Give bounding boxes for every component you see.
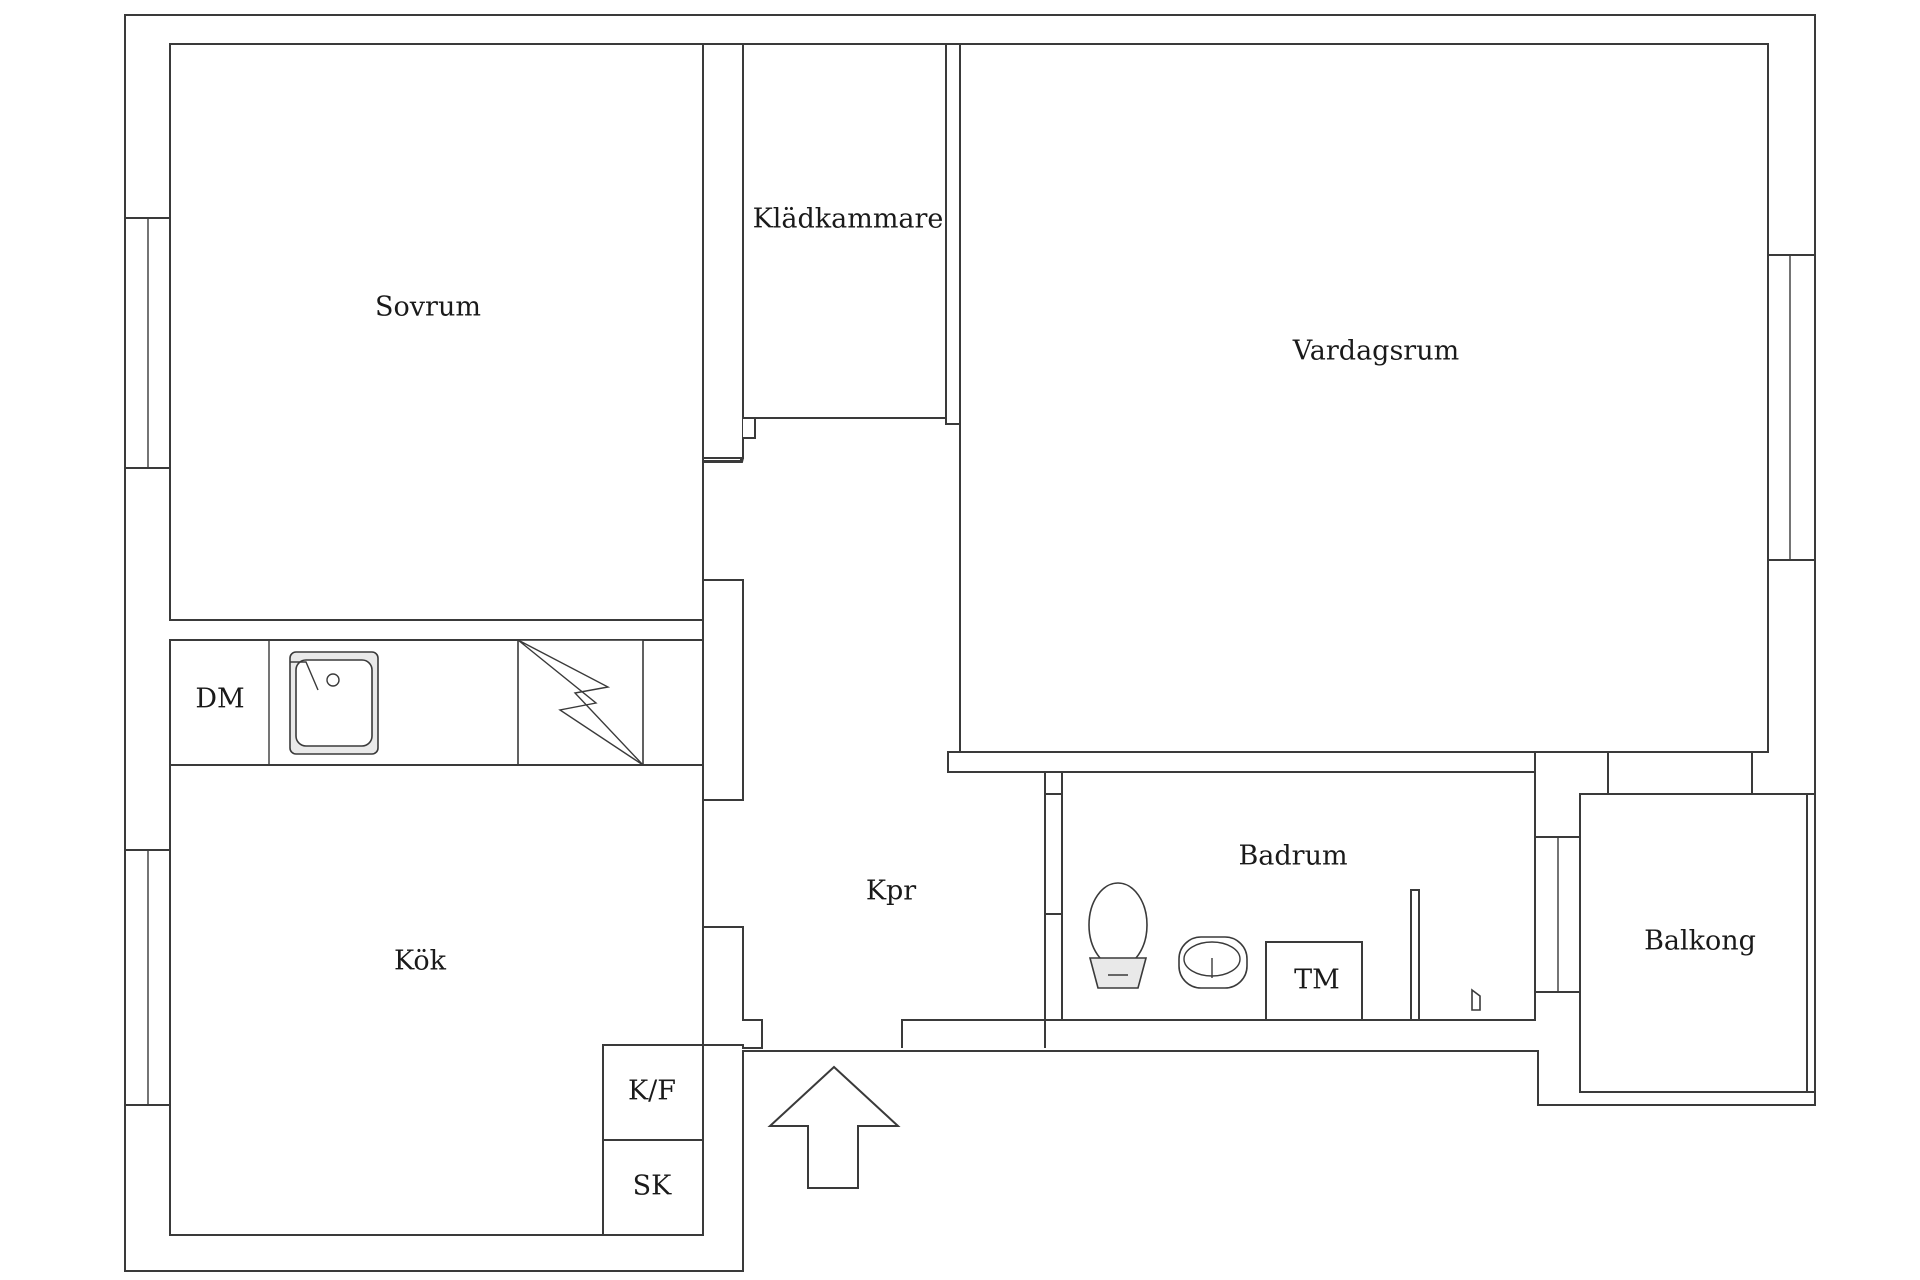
cabinet-tm bbox=[1265, 941, 1363, 1021]
cabinet-sk bbox=[602, 1139, 704, 1236]
badrum-partition bbox=[1410, 889, 1420, 1021]
wall-stub-kitchen-top bbox=[702, 579, 744, 801]
label-tm: TM bbox=[1294, 965, 1340, 996]
label-vardagsrum: Vardagsrum bbox=[1292, 336, 1459, 367]
balcony-door-frame bbox=[1607, 751, 1753, 795]
room-sovrum-floor bbox=[169, 43, 704, 621]
label-kpr: Kpr bbox=[866, 876, 916, 907]
wall-badrum-top bbox=[947, 751, 1536, 773]
room-kladkammare bbox=[742, 43, 947, 419]
wall-stub-entrance bbox=[702, 926, 763, 1049]
label-sk: SK bbox=[633, 1171, 672, 1202]
toilet-icon bbox=[1088, 882, 1148, 989]
wall-sovrum-right bbox=[702, 43, 744, 459]
wall-stub-badrum bbox=[1044, 771, 1063, 795]
wall-kladkammare-right bbox=[945, 43, 961, 425]
stove-icon bbox=[517, 639, 644, 766]
wall-badrum-left bbox=[1044, 913, 1063, 1021]
label-kok: Kök bbox=[394, 946, 447, 977]
window-badrum-side bbox=[1534, 836, 1581, 993]
label-kladkammare: Klädkammare bbox=[753, 204, 944, 235]
washbasin-icon bbox=[1178, 936, 1248, 989]
label-sovrum: Sovrum bbox=[375, 292, 481, 323]
cabinet-kf bbox=[602, 1044, 704, 1141]
window-kok bbox=[124, 849, 171, 1106]
wall-hall-bottom bbox=[901, 1019, 1046, 1048]
door-jamb-sovrum bbox=[743, 417, 756, 439]
kitchen-sink-icon bbox=[289, 651, 379, 755]
window-vardagsrum bbox=[1767, 254, 1816, 561]
balcony-rail bbox=[1806, 793, 1816, 1093]
label-balkong: Balkong bbox=[1644, 926, 1756, 957]
floor-drain-icon bbox=[1471, 988, 1481, 1011]
room-vardagsrum bbox=[959, 43, 1769, 753]
room-balkong bbox=[1579, 793, 1808, 1093]
window-sovrum bbox=[124, 217, 171, 469]
label-badrum: Badrum bbox=[1238, 841, 1347, 872]
label-dm: DM bbox=[195, 684, 244, 715]
label-kf: K/F bbox=[628, 1076, 676, 1107]
entrance-arrow-icon bbox=[767, 1065, 901, 1189]
